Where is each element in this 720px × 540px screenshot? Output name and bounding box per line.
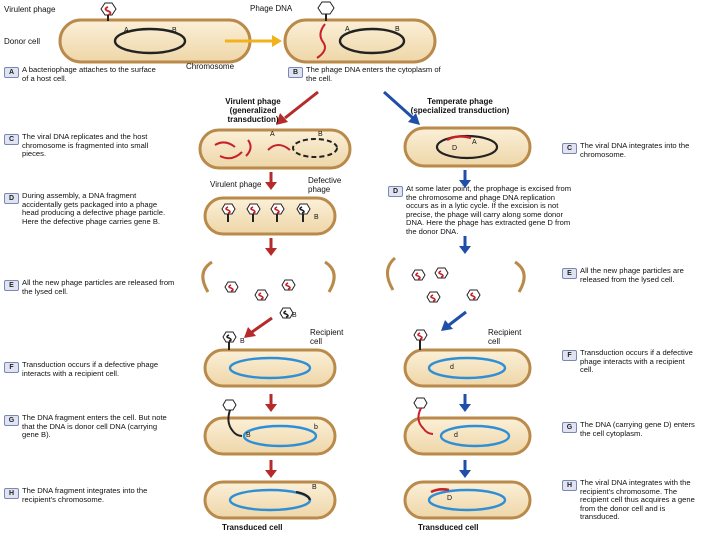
caption-left-h: The DNA fragment integrates into the rec…: [22, 486, 148, 504]
right-recipient-cell-f: [403, 329, 532, 388]
step-tag-left-h: H: [4, 488, 19, 499]
gene-b-left-d: B: [314, 214, 319, 221]
gene-b-left-f: B: [240, 338, 245, 345]
step-tag-right-c: C: [562, 143, 577, 154]
gene-d-lower-right-f: d: [450, 364, 454, 371]
gene-d-right-h: D: [447, 495, 453, 502]
caption-right-h: The viral DNA integrates with the recipi…: [580, 478, 695, 522]
gene-a-left-c: A: [270, 131, 275, 138]
recipient-cell-label-left: Recipient cell: [310, 328, 344, 346]
right-cell-h: [403, 480, 532, 520]
arrow-right-1: [459, 170, 471, 188]
right-lysed-cell-e: [386, 256, 526, 303]
virulent-phage-label: Virulent phage: [4, 5, 56, 14]
left-branch-title: Virulent phage (generalized transduction…: [225, 97, 281, 124]
gene-b-left-g: B: [246, 432, 251, 439]
gene-b-lower-left-g: b: [314, 424, 318, 431]
step-tag-right-d: D: [388, 186, 403, 197]
left-cell-h: [203, 480, 337, 520]
gene-b-label-top: B: [172, 27, 177, 34]
right-branch-title: Temperate phage (specialized transductio…: [410, 97, 510, 115]
step-tag-right-g: G: [562, 422, 577, 433]
left-cell-c: [198, 128, 352, 170]
step-tag-left-f: F: [4, 362, 19, 373]
arrow-right-5: [459, 460, 471, 478]
recipient-cell-label-right: Recipient cell: [488, 328, 522, 346]
caption-top-b: The phage DNA enters the cytoplasm of th…: [306, 65, 441, 83]
step-tag-left-c: C: [4, 134, 19, 145]
yellow-arrow: [225, 35, 282, 47]
caption-right-f: Transduction occurs if a defective phage…: [580, 348, 693, 375]
arrow-left-2: [265, 238, 277, 256]
gene-d-lower-right-g: d: [454, 432, 458, 439]
gene-a-label-top: A: [124, 27, 129, 34]
virulent-phage-inline-label: Virulent phage: [210, 180, 262, 189]
caption-left-c: The viral DNA replicates and the host ch…: [22, 132, 149, 159]
transduced-cell-label-right: Transduced cell: [418, 523, 479, 532]
caption-right-c: The viral DNA integrates into the chromo…: [580, 141, 690, 159]
caption-right-e: All the new phage particles are released…: [580, 266, 684, 284]
gene-a-right-c: A: [472, 139, 477, 146]
step-tag-left-d: D: [4, 193, 19, 204]
arrow-left-3: [244, 316, 273, 338]
step-tag-right-e: E: [562, 268, 577, 279]
caption-right-g: The DNA (carrying gene D) enters the cel…: [580, 420, 695, 438]
arrow-left-1: [265, 172, 277, 190]
gene-b-left-c: B: [318, 131, 323, 138]
phage-dna-label: Phage DNA: [250, 4, 293, 13]
step-tag-left-g: G: [4, 415, 19, 426]
branch-arrow-right: [382, 90, 420, 125]
donor-cell-label: Donor cell: [4, 37, 41, 46]
left-cell-d: [203, 196, 337, 236]
arrow-left-5: [265, 460, 277, 478]
arrow-right-2: [459, 236, 471, 254]
gene-d-right-c: D: [452, 145, 458, 152]
arrow-left-4: [265, 394, 277, 412]
branch-arrow-left: [276, 90, 319, 125]
caption-left-f: Transduction occurs if a defective phage…: [22, 360, 159, 378]
caption-top-a: A bacteriophage attaches to the surface …: [22, 65, 156, 83]
step-tag-right-f: F: [562, 350, 577, 361]
gene-b-left-e: B: [292, 312, 297, 319]
right-cell-c: [403, 126, 532, 168]
gene-b-left-h: B: [312, 484, 317, 491]
donor-cell-b: [283, 18, 437, 64]
left-cell-g: [203, 399, 337, 456]
chromosome-label: Chromosome: [186, 62, 235, 71]
right-cell-g: [403, 397, 532, 456]
gene-b-label-top-2: B: [395, 26, 400, 33]
left-lysed-cell-e: [201, 260, 336, 319]
donor-cell-a: [58, 18, 252, 64]
caption-right-d: At some later point, the prophage is exc…: [406, 184, 572, 236]
step-tag-left-e: E: [4, 280, 19, 291]
caption-left-d: During assembly, a DNA fragment accident…: [22, 191, 166, 226]
phage-ghost-top: [317, 1, 335, 21]
caption-left-g: The DNA fragment enters the cell. But no…: [22, 413, 167, 440]
left-recipient-cell-f: [203, 331, 337, 388]
arrow-right-4: [459, 394, 471, 412]
step-tag-top-b: B: [288, 67, 303, 78]
transduced-cell-label-left: Transduced cell: [222, 523, 283, 532]
arrow-right-3: [441, 310, 467, 331]
step-tag-right-h: H: [562, 480, 577, 491]
step-tag-top-a: A: [4, 67, 19, 78]
gene-a-label-top-2: A: [345, 26, 350, 33]
virulent-phage-top: [100, 2, 117, 21]
caption-left-e: All the new phage particles are released…: [22, 278, 175, 296]
defective-phage-label: Defective phage: [308, 176, 342, 194]
